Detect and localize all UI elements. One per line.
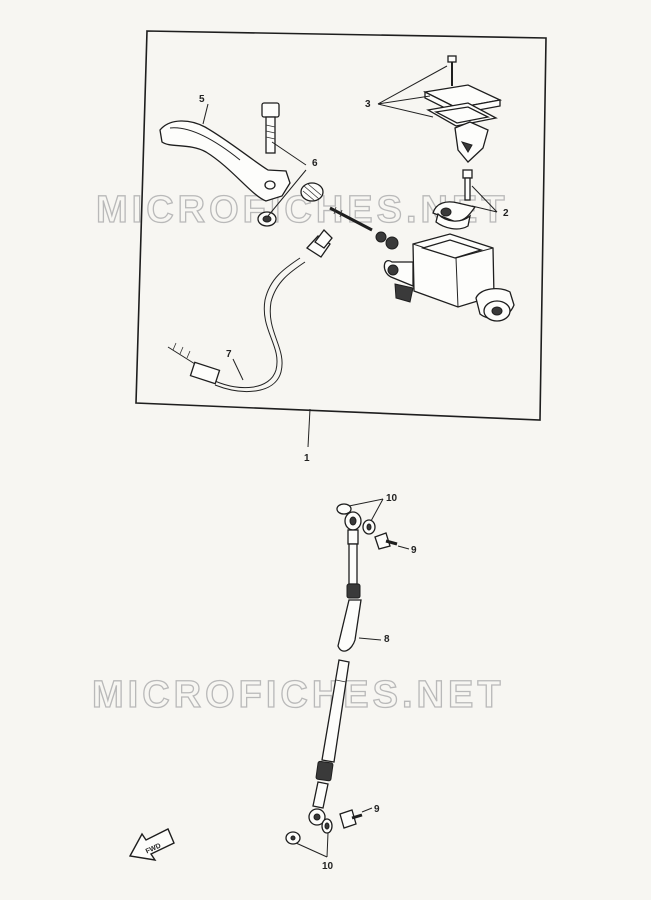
callout-6: 6	[312, 158, 318, 169]
callout-3: 3	[365, 99, 371, 110]
callout-7: 7	[226, 349, 232, 360]
fwd-direction-arrow: FWD	[128, 828, 175, 861]
leader-9-top	[397, 545, 410, 550]
callout-2: 2	[503, 208, 509, 219]
callout-10-bottom: 10	[322, 861, 334, 872]
reservoir-cap-set	[422, 55, 503, 163]
leader-2	[471, 185, 498, 213]
callout-1: 1	[304, 453, 310, 464]
leader-3	[377, 65, 448, 118]
callout-9-top: 9	[411, 545, 417, 556]
callout-9-bottom: 9	[374, 804, 380, 815]
leader-10-top	[348, 498, 384, 522]
push-rod	[329, 206, 399, 250]
union-bolt-top	[374, 532, 398, 550]
brake-light-switch	[167, 229, 333, 393]
callout-8: 8	[384, 634, 390, 645]
watermark-bottom: MICROFICHES.NET	[92, 674, 505, 716]
pivot-nut	[257, 211, 277, 227]
leader-9-bottom	[361, 807, 373, 813]
leader-5	[202, 103, 209, 125]
copper-washers-top	[336, 503, 376, 535]
callout-5: 5	[199, 94, 205, 105]
leader-10-bottom	[295, 832, 329, 858]
holder-clamp	[432, 201, 477, 230]
copper-washers-bottom	[285, 818, 333, 845]
leader-7	[232, 358, 244, 381]
dust-boot	[300, 182, 324, 202]
leader-6	[267, 141, 307, 217]
brake-hose	[308, 511, 362, 826]
holder-bolt	[462, 169, 473, 201]
brake-lever	[159, 120, 291, 202]
master-cylinder-assembly-frame	[135, 30, 547, 421]
callout-10-top: 10	[386, 493, 398, 504]
leader-1	[307, 408, 311, 448]
master-cylinder-body	[383, 233, 515, 322]
pivot-bolt	[261, 102, 280, 154]
leader-8	[358, 637, 382, 641]
union-bolt-bottom	[339, 809, 363, 829]
